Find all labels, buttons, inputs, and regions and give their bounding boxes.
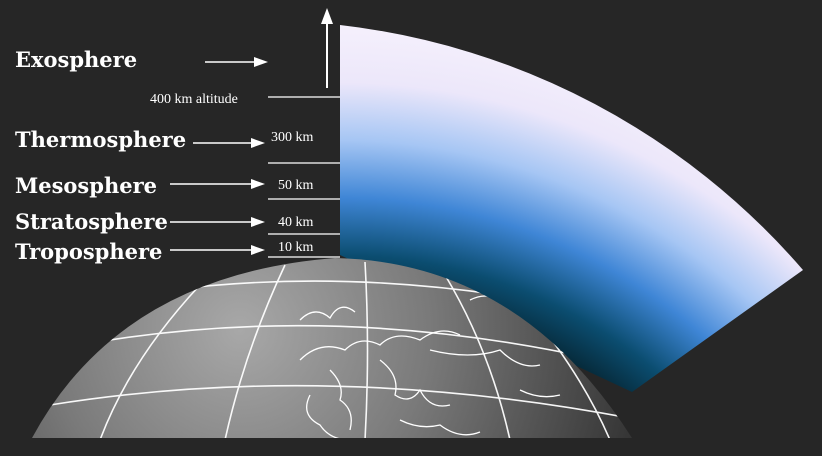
label-troposphere: Troposphere [15, 239, 162, 264]
altitude-10km: 10 km [278, 240, 314, 255]
label-stratosphere: Stratosphere [15, 209, 168, 234]
altitude-400km: 400 km altitude [150, 92, 238, 107]
altitude-40km: 40 km [278, 215, 314, 230]
globe [32, 258, 632, 438]
pointer-arrows [170, 57, 268, 255]
label-thermosphere: Thermosphere [15, 127, 186, 152]
altitude-arrow [321, 8, 333, 88]
altitude-50km: 50 km [278, 178, 314, 193]
label-exosphere: Exosphere [15, 47, 137, 72]
altitude-300km: 300 km [271, 130, 314, 145]
label-mesosphere: Mesosphere [15, 173, 157, 198]
altitude-ticks [268, 96, 340, 258]
